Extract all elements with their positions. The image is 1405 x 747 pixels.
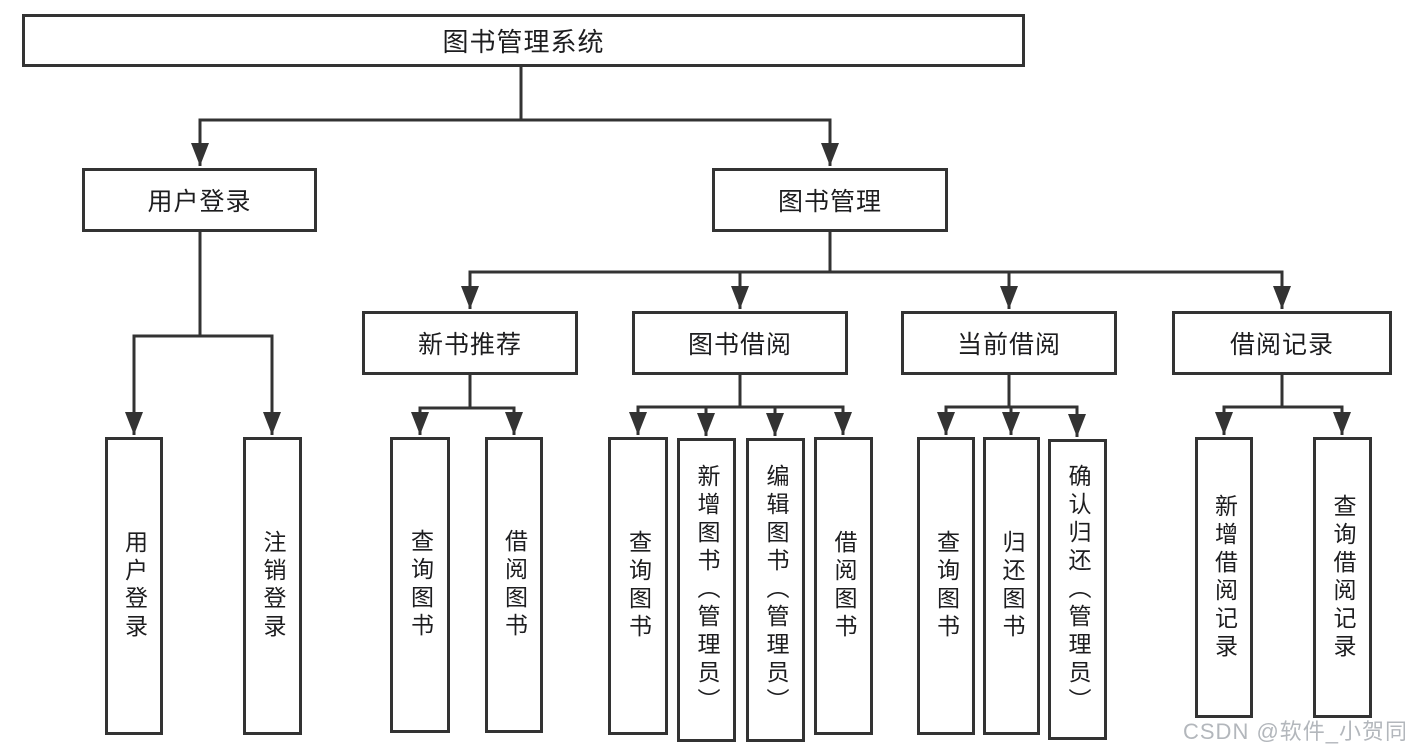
- leaf-user-login-label: 用户登录: [121, 530, 148, 642]
- leaf-query-books-3: 查询图书: [917, 437, 975, 735]
- leaf-query-books-1-label: 查询图书: [407, 529, 434, 641]
- leaf-query-books-1: 查询图书: [390, 437, 450, 733]
- node-user-login: 用户登录: [82, 168, 317, 232]
- node-borrow-records: 借阅记录: [1172, 311, 1392, 375]
- node-root-label: 图书管理系统: [442, 27, 605, 57]
- leaf-user-login: 用户登录: [105, 437, 163, 735]
- leaf-return-books: 归还图书: [983, 437, 1040, 735]
- leaf-query-books-2-label: 查询图书: [625, 530, 652, 642]
- node-book-management: 图书管理: [712, 168, 948, 232]
- watermark-text: CSDN @软件_小贺同学: [1183, 719, 1405, 744]
- leaf-logout: 注销登录: [243, 437, 302, 735]
- leaf-borrow-books-2: 借阅图书: [814, 437, 873, 735]
- node-book-borrow-label: 图书借阅: [687, 331, 792, 359]
- leaf-add-books-admin-label: 新增图书（管理员）: [694, 464, 720, 716]
- leaf-add-borrow-record: 新增借阅记录: [1195, 437, 1253, 718]
- leaf-borrow-books-1: 借阅图书: [485, 437, 543, 733]
- leaf-borrow-books-2-label: 借阅图书: [831, 530, 857, 642]
- leaf-confirm-return-admin-label: 确认归还（管理员）: [1065, 463, 1091, 716]
- node-new-books: 新书推荐: [362, 311, 578, 375]
- leaf-query-books-3-label: 查询图书: [933, 530, 960, 642]
- leaf-confirm-return-admin: 确认归还（管理员）: [1048, 439, 1107, 740]
- node-user-login-label: 用户登录: [147, 188, 252, 216]
- node-root: 图书管理系统: [22, 14, 1025, 67]
- leaf-logout-label: 注销登录: [260, 530, 286, 642]
- connector-group: [125, 67, 1351, 437]
- node-new-books-label: 新书推荐: [417, 331, 522, 359]
- node-borrow-records-label: 借阅记录: [1229, 331, 1334, 359]
- node-book-borrow: 图书借阅: [632, 311, 848, 375]
- leaf-edit-books-admin-label: 编辑图书（管理员）: [763, 464, 789, 716]
- leaf-borrow-books-1-label: 借阅图书: [501, 529, 528, 641]
- leaf-query-borrow-record: 查询借阅记录: [1313, 437, 1372, 718]
- leaf-query-books-2: 查询图书: [608, 437, 668, 735]
- leaf-edit-books-admin: 编辑图书（管理员）: [746, 438, 805, 742]
- node-book-management-label: 图书管理: [777, 188, 882, 216]
- leaf-add-books-admin: 新增图书（管理员）: [677, 438, 736, 742]
- leaf-return-books-label: 归还图书: [999, 530, 1025, 642]
- node-current-borrow-label: 当前借阅: [956, 331, 1061, 359]
- leaf-query-borrow-record-label: 查询借阅记录: [1330, 493, 1356, 662]
- node-current-borrow: 当前借阅: [901, 311, 1117, 375]
- leaf-add-borrow-record-label: 新增借阅记录: [1211, 493, 1238, 662]
